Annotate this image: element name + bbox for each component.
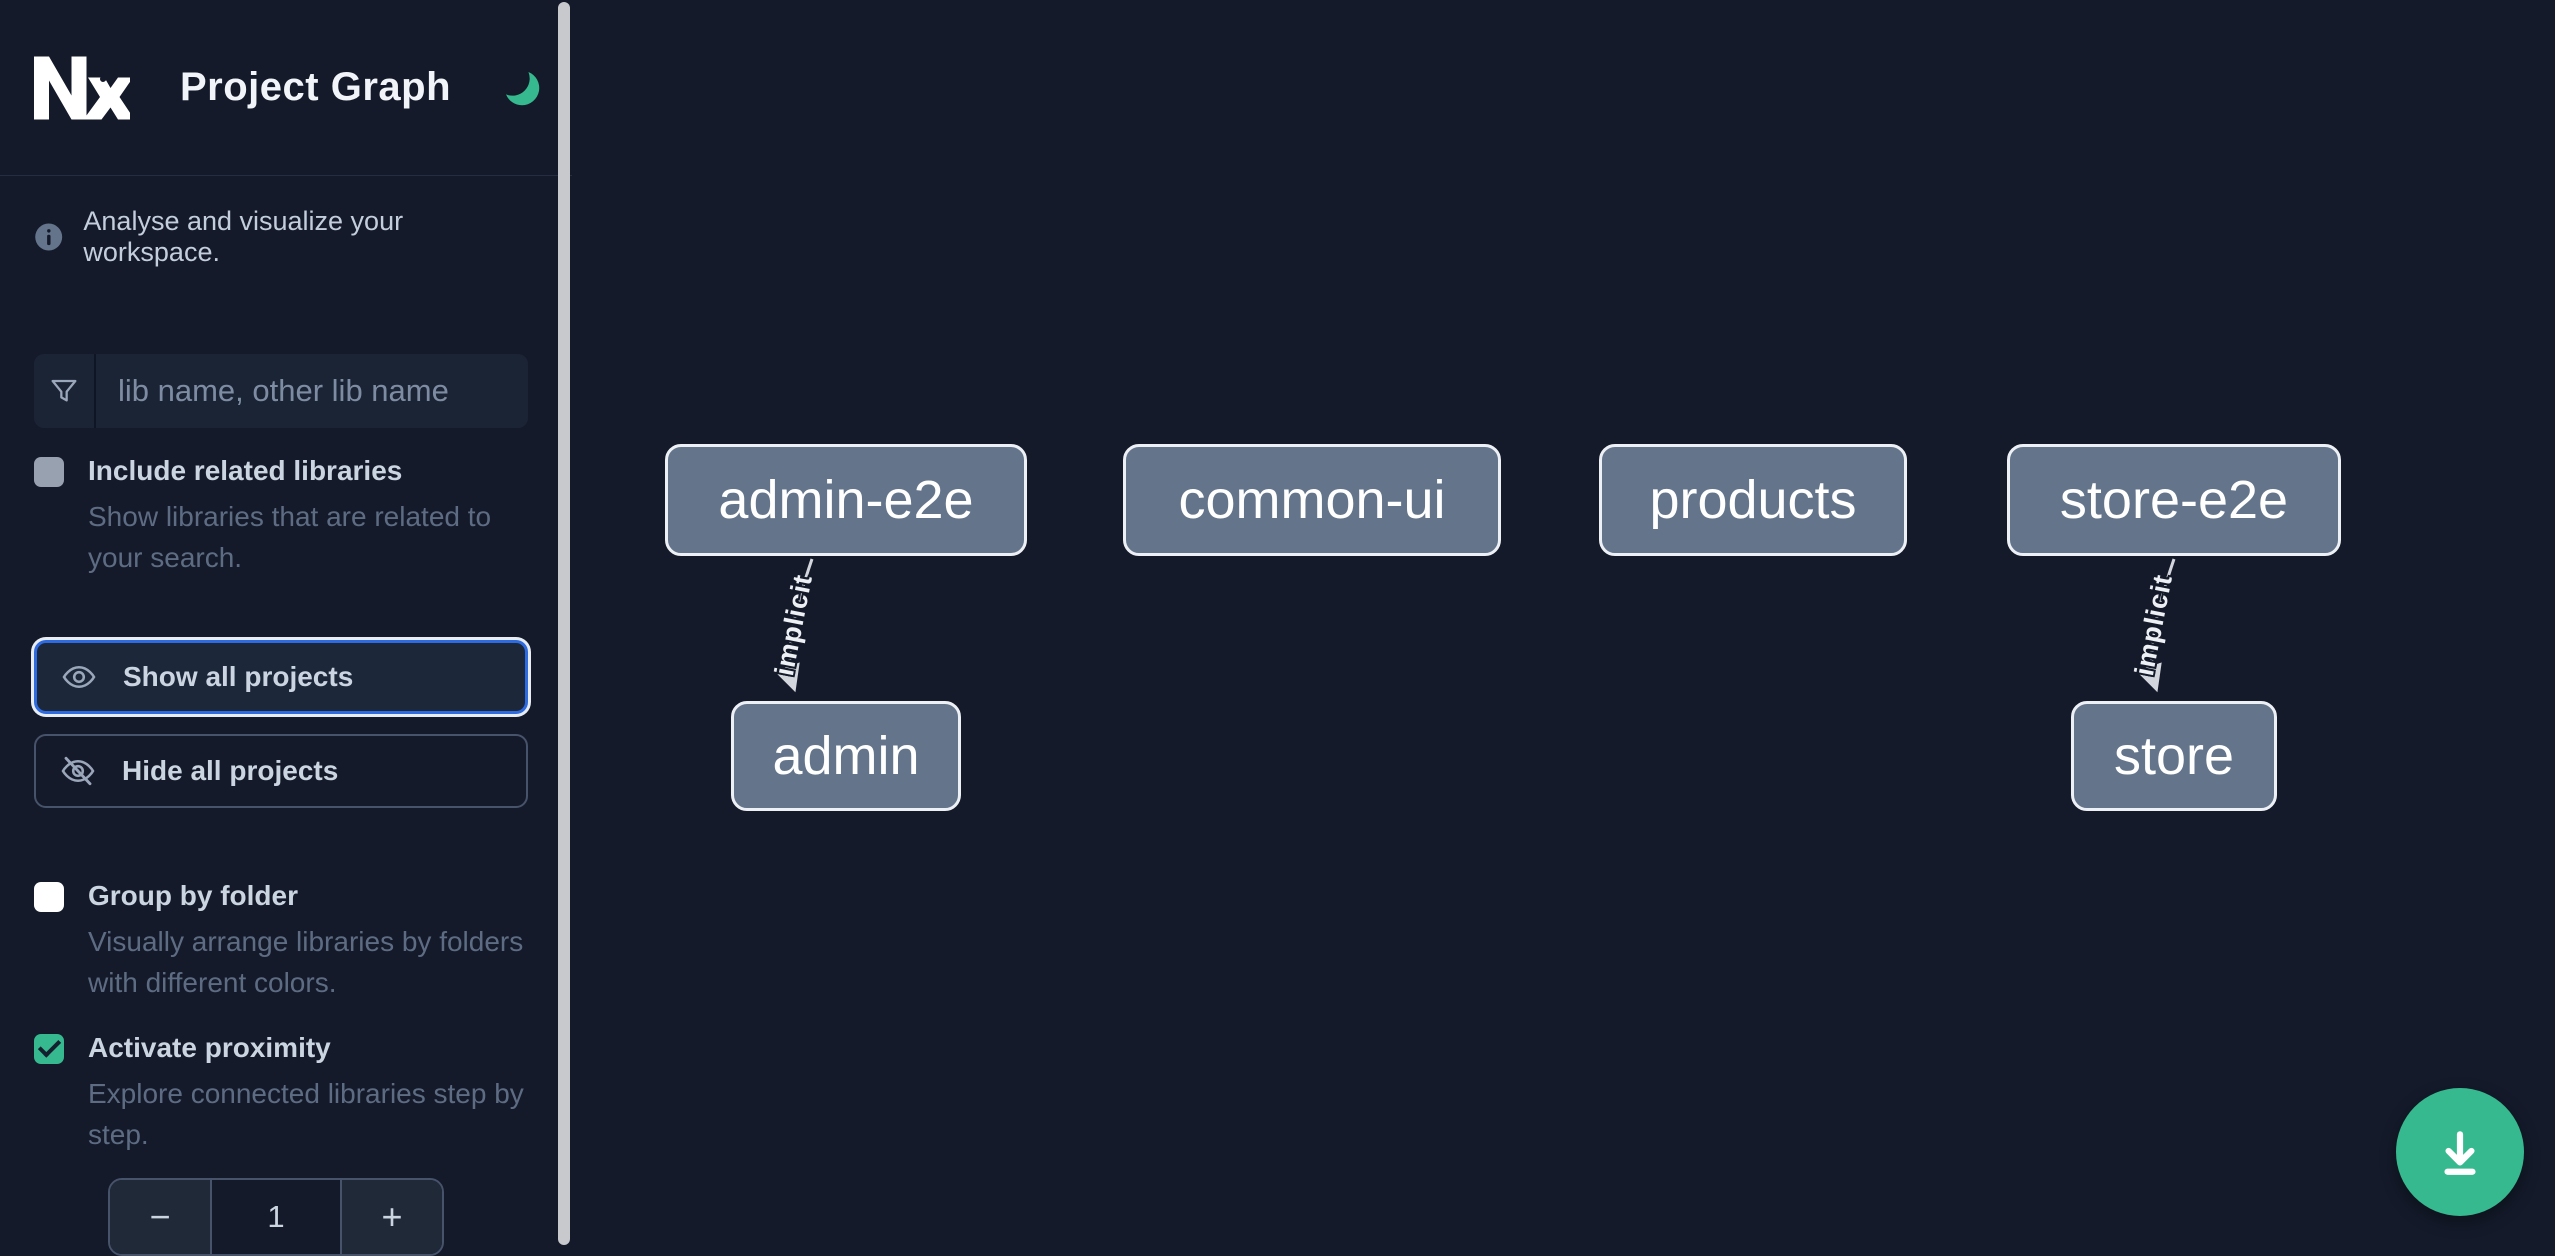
- page-title: Project Graph: [180, 65, 452, 109]
- checkbox-include-related[interactable]: [34, 457, 64, 487]
- funnel-icon: [51, 379, 77, 402]
- show-all-projects-button[interactable]: Show all projects: [34, 640, 528, 714]
- hide-all-projects-label: Hide all projects: [122, 755, 339, 786]
- increment-button[interactable]: +: [342, 1180, 442, 1254]
- edge-admin-e2e-to-admin: [774, 558, 814, 693]
- funnel-icon-cell: [34, 354, 96, 428]
- search-input[interactable]: [96, 354, 528, 428]
- stepper-value: 1: [210, 1180, 342, 1254]
- option-label: Include related libraries: [88, 455, 403, 486]
- download-icon: [2444, 1131, 2476, 1175]
- project-node-admin[interactable]: admin: [731, 701, 961, 811]
- option-label: Activate proximity: [88, 1032, 331, 1063]
- decrement-button[interactable]: −: [110, 1180, 210, 1254]
- download-graph-button[interactable]: [2396, 1088, 2524, 1216]
- option-include-related: Include related libraries Show libraries…: [34, 454, 528, 578]
- option-description: Explore connected libraries step by step…: [88, 1078, 524, 1150]
- eye-slash-icon: [61, 756, 95, 786]
- theme-toggle-button[interactable]: [499, 60, 545, 116]
- option-description: Visually arrange libraries by folders wi…: [88, 926, 524, 998]
- option-activate-proximity: Activate proximity Explore connected lib…: [34, 1031, 528, 1155]
- sidebar-header: Project Graph: [0, 0, 572, 176]
- project-node-products[interactable]: products: [1599, 444, 1907, 556]
- option-label: Group by folder: [88, 880, 298, 911]
- filter-input: [34, 354, 528, 428]
- sidebar: Project Graph Analyse and visualize your…: [0, 0, 572, 1256]
- eye-icon: [62, 665, 96, 689]
- proximity-depth-stepper: − 1 +: [108, 1178, 444, 1256]
- info-icon: [35, 223, 63, 251]
- project-node-common-ui[interactable]: common-ui: [1123, 444, 1501, 556]
- tagline-text: Analyse and visualize your workspace.: [83, 206, 404, 267]
- nx-logo: [34, 56, 130, 119]
- project-node-admin-e2e[interactable]: admin-e2e: [665, 444, 1027, 556]
- moon-icon: [506, 71, 540, 105]
- checkbox-group-by-folder[interactable]: [34, 882, 64, 912]
- project-node-store-e2e[interactable]: store-e2e: [2007, 444, 2341, 556]
- project-node-store[interactable]: store: [2071, 701, 2277, 811]
- tagline-row: Analyse and visualize your workspace.: [34, 206, 538, 268]
- sidebar-scrollbar[interactable]: [558, 2, 570, 1245]
- graph-canvas[interactable]: implicit implicit admin-e2e common-ui pr…: [572, 0, 2555, 1247]
- hide-all-projects-button[interactable]: Hide all projects: [34, 734, 528, 808]
- option-group-by-folder: Group by folder Visually arrange librari…: [34, 879, 528, 1003]
- edge-layer: [774, 558, 2176, 693]
- checkbox-activate-proximity[interactable]: [34, 1034, 64, 1064]
- show-all-projects-label: Show all projects: [123, 661, 354, 692]
- edge-store-e2e-to-store: [2136, 558, 2176, 693]
- option-description: Show libraries that are related to your …: [88, 501, 492, 573]
